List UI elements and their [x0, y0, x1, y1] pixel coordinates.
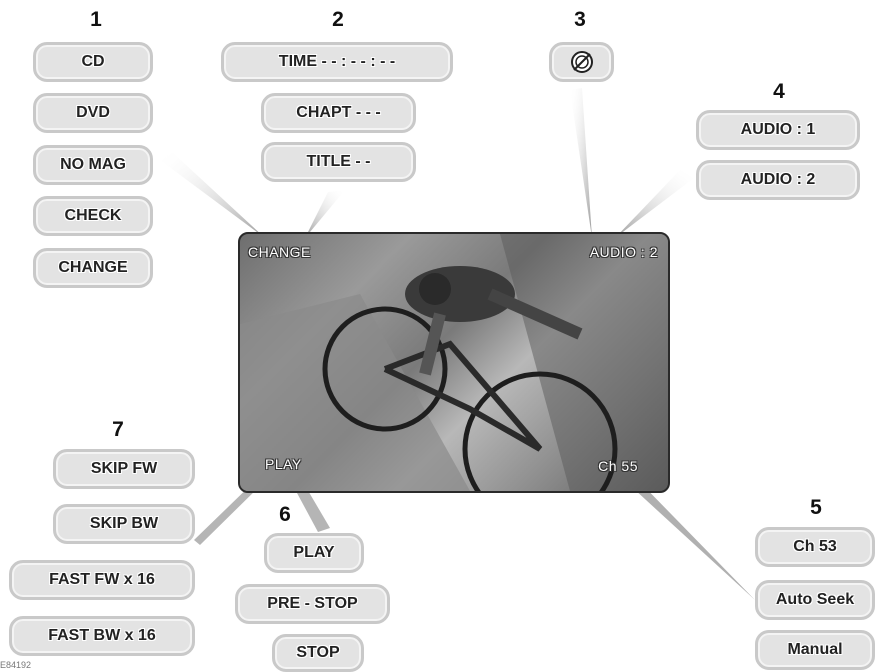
figure-code: E84192 — [0, 660, 32, 670]
fast-bw-label: FAST BW x 16 — [9, 616, 195, 656]
group-2-number: 2 — [332, 8, 344, 31]
audio-2-label: AUDIO : 2 — [696, 160, 860, 200]
arrow-group4 — [615, 170, 694, 238]
arrow-group7 — [194, 478, 266, 545]
group-6-number: 6 — [279, 503, 291, 526]
auto-seek-label: Auto Seek — [755, 580, 875, 620]
arrow-group5 — [622, 474, 755, 600]
time-label: TIME - - : - - : - - — [221, 42, 453, 82]
screen-top-right-text: AUDIO : 2 — [589, 244, 658, 260]
manual-label: Manual — [755, 630, 875, 670]
arrow-group1 — [160, 152, 265, 238]
ch-53-label: Ch 53 — [755, 527, 875, 567]
fast-fw-label: FAST FW x 16 — [9, 560, 195, 600]
video-screen: CHANGE AUDIO : 2 PLAY Ch 55 — [238, 232, 670, 493]
no-mag-label: NO MAG — [33, 145, 153, 185]
pre-stop-label: PRE - STOP — [235, 584, 390, 624]
screen-bottom-right-text: Ch 55 — [598, 458, 638, 474]
play-label: PLAY — [264, 533, 364, 573]
check-label: CHECK — [33, 196, 153, 236]
chapt-label: CHAPT - - - — [261, 93, 416, 133]
group-5-number: 5 — [810, 496, 822, 519]
title-label: TITLE - - — [261, 142, 416, 182]
skip-fw-label: SKIP FW — [53, 449, 195, 489]
cyclist-image — [240, 234, 668, 491]
disc-prohibited-pill — [549, 42, 614, 82]
group-1-number: 1 — [90, 8, 102, 31]
audio-1-label: AUDIO : 1 — [696, 110, 860, 150]
stop-label: STOP — [272, 634, 364, 672]
change-label: CHANGE — [33, 248, 153, 288]
cd-label: CD — [33, 42, 153, 82]
screen-bottom-left-text: PLAY — [265, 456, 302, 472]
screen-top-left-text: CHANGE — [248, 244, 311, 260]
skip-bw-label: SKIP BW — [53, 504, 195, 544]
arrow-group3 — [570, 88, 592, 238]
group-7-number: 7 — [112, 418, 124, 441]
dvd-label: DVD — [33, 93, 153, 133]
disc-prohibited-icon — [570, 51, 593, 73]
arrow-group2 — [305, 190, 345, 238]
group-4-number: 4 — [773, 80, 785, 103]
group-3-number: 3 — [574, 8, 586, 31]
